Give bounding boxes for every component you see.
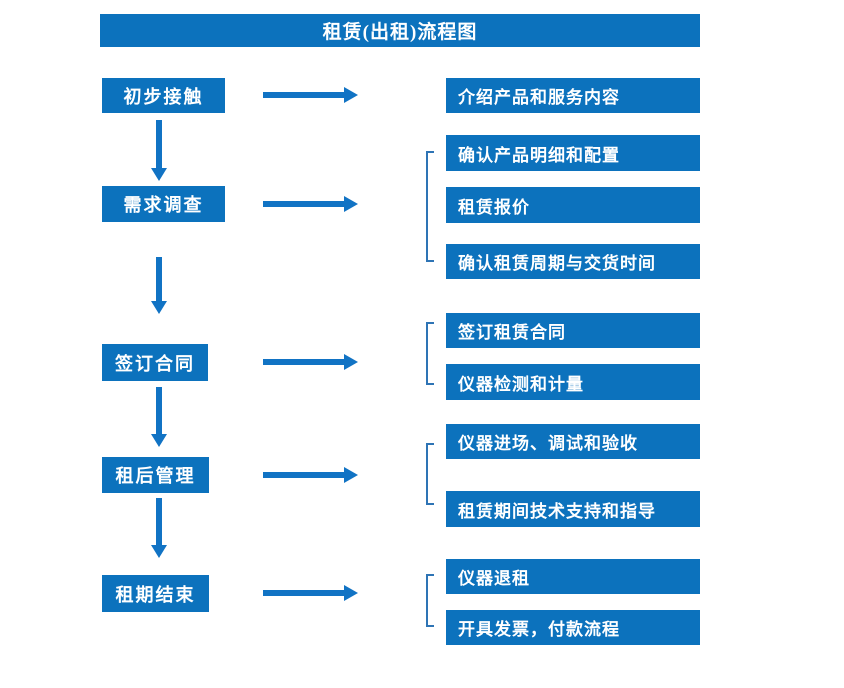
arrow-head <box>151 168 167 181</box>
arrow-shaft <box>156 498 162 546</box>
arrow-right-icon <box>263 467 358 483</box>
arrow-shaft <box>263 472 346 478</box>
detail-instrument-entry-debug-acceptance: 仪器进场、调试和验收 <box>446 424 700 459</box>
arrow-head <box>344 354 358 370</box>
detail-invoice-payment: 开具发票，付款流程 <box>446 610 700 645</box>
arrow-down-icon <box>151 498 167 558</box>
detail-sign-rental-contract: 签订租赁合同 <box>446 313 700 348</box>
detail-rental-quote: 租赁报价 <box>446 187 700 223</box>
arrow-head <box>151 301 167 314</box>
arrow-head <box>151 434 167 447</box>
arrow-down-icon <box>151 257 167 314</box>
arrow-right-icon <box>263 196 358 212</box>
arrow-right-icon <box>263 354 358 370</box>
group-bracket-icon <box>426 151 434 262</box>
detail-intro-products-services: 介绍产品和服务内容 <box>446 78 700 113</box>
arrow-shaft <box>156 120 162 169</box>
detail-rental-tech-support: 租赁期间技术支持和指导 <box>446 491 700 527</box>
arrow-down-icon <box>151 387 167 447</box>
detail-instrument-testing-metering: 仪器检测和计量 <box>446 364 700 400</box>
group-bracket-icon <box>426 574 434 627</box>
step-sign-contract: 签订合同 <box>102 344 208 381</box>
arrow-head <box>344 585 358 601</box>
detail-confirm-rental-period-delivery: 确认租赁周期与交货时间 <box>446 244 700 279</box>
group-bracket-icon <box>426 322 434 385</box>
arrow-shaft <box>263 359 346 365</box>
arrow-shaft <box>263 92 346 98</box>
flowchart-title: 租赁(出租)流程图 <box>100 14 700 47</box>
group-bracket-icon <box>426 443 434 505</box>
step-rental-end: 租期结束 <box>102 575 209 612</box>
arrow-head <box>151 545 167 558</box>
step-initial-contact: 初步接触 <box>102 78 225 113</box>
step-post-rental-management: 租后管理 <box>102 457 209 493</box>
arrow-shaft <box>156 387 162 435</box>
arrow-shaft <box>263 590 346 596</box>
step-demand-survey: 需求调查 <box>102 186 225 222</box>
arrow-head <box>344 467 358 483</box>
detail-instrument-return: 仪器退租 <box>446 559 700 594</box>
detail-confirm-product-details: 确认产品明细和配置 <box>446 135 700 171</box>
arrow-head <box>344 196 358 212</box>
arrow-right-icon <box>263 585 358 601</box>
arrow-down-icon <box>151 120 167 181</box>
arrow-head <box>344 87 358 103</box>
arrow-right-icon <box>263 87 358 103</box>
arrow-shaft <box>263 201 346 207</box>
arrow-shaft <box>156 257 162 302</box>
